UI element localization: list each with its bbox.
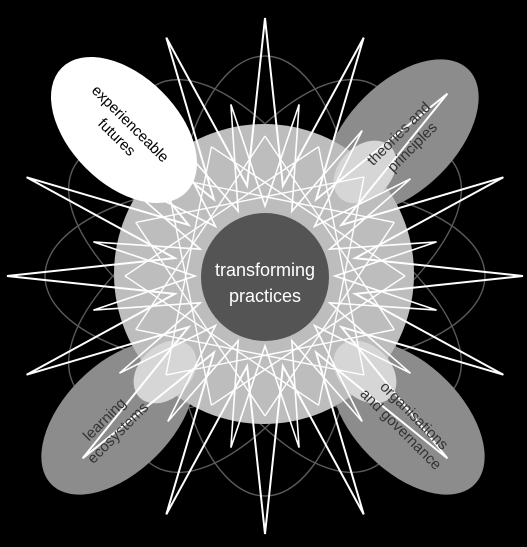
star-polygon xyxy=(93,104,437,448)
center-label-line1: transforming xyxy=(215,260,315,280)
star-lines xyxy=(6,17,524,535)
mesh-line xyxy=(135,176,365,224)
mesh-line xyxy=(124,146,319,277)
inner-disc xyxy=(201,213,329,341)
petal-top-left-shape xyxy=(50,56,198,204)
star-polygon xyxy=(6,17,524,535)
mesh-line xyxy=(211,146,406,277)
mesh-line xyxy=(165,176,395,224)
petal-top-left[interactable] xyxy=(24,30,225,231)
petal-overlap-bottom-right xyxy=(333,340,397,404)
petal-overlap-bottom-left xyxy=(133,340,197,404)
center-label-line2: practices xyxy=(229,286,301,306)
